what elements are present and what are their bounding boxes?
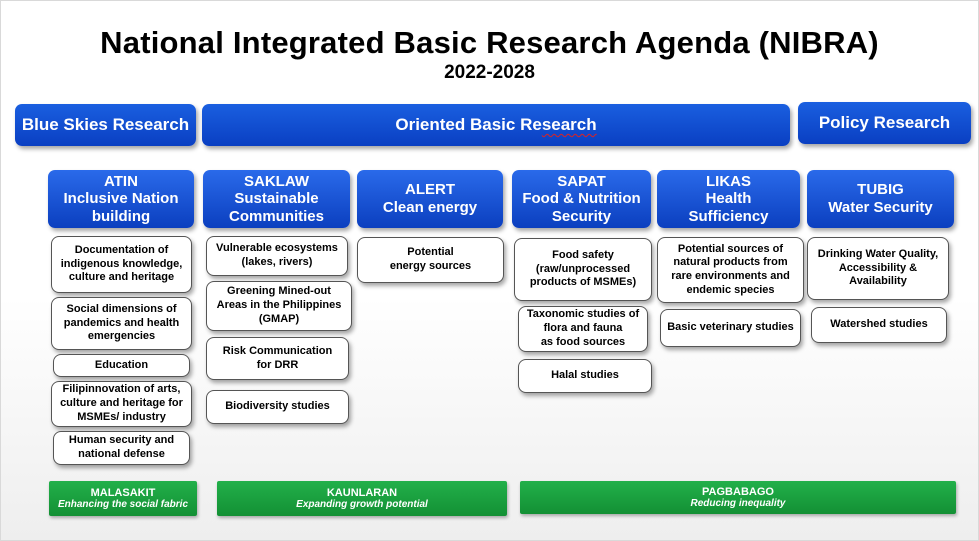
topic-card: Vulnerable ecosystems (lakes, rivers) — [206, 236, 348, 276]
topic-card: Potential sources of natural products fr… — [657, 237, 804, 303]
topic-card: Human security and national defense — [53, 431, 190, 465]
topic-card: Biodiversity studies — [206, 390, 349, 424]
pillar-kaunlaran: KAUNLARAN Expanding growth potential — [217, 481, 507, 516]
page-subtitle: 2022-2028 — [444, 62, 535, 83]
topic-card: Filipinnovation of arts, culture and her… — [51, 381, 192, 427]
topic-card: Basic veterinary studies — [660, 309, 801, 347]
topic-card: Greening Mined-out Areas in the Philippi… — [206, 281, 352, 331]
topic-card: Drinking Water Quality, Accessibility & … — [807, 237, 949, 300]
header-blue-skies-label: Blue Skies Research — [21, 115, 190, 134]
topic-card: Risk Communication for DRR — [206, 337, 349, 380]
topic-card: Food safety (raw/unprocessed products of… — [514, 238, 652, 301]
page-title: National Integrated Basic Research Agend… — [100, 25, 879, 60]
header-blue-skies: Blue Skies Research — [15, 104, 196, 146]
topic-card: Potential energy sources — [357, 237, 504, 283]
pillar-malasakit: MALASAKIT Enhancing the social fabric — [49, 481, 197, 516]
category-tubig: TUBIG Water Security — [807, 170, 954, 228]
category-alert: ALERT Clean energy — [357, 170, 503, 228]
category-atin: ATIN Inclusive Nation building — [48, 170, 194, 228]
header-policy-label: Policy Research — [818, 113, 951, 132]
category-likas: LIKAS Health Sufficiency — [657, 170, 800, 228]
topic-card: Education — [53, 354, 190, 377]
header-policy: Policy Research — [798, 102, 971, 144]
header-oriented-basic: Oriented Basic Research — [202, 104, 790, 146]
pillar-pagbabago: PAGBABAGO Reducing inequality — [520, 481, 956, 514]
header-oriented-basic-label: Oriented Basic Research — [395, 115, 597, 134]
category-sapat: SAPAT Food & Nutrition Security — [512, 170, 651, 228]
topic-card: Taxonomic studies of flora and fauna as … — [518, 306, 648, 352]
topic-card: Watershed studies — [811, 307, 947, 343]
topic-card: Documentation of indigenous knowledge, c… — [51, 236, 192, 293]
category-saklaw: SAKLAW Sustainable Communities — [203, 170, 350, 228]
topic-card: Halal studies — [518, 359, 652, 393]
topic-card: Social dimensions of pandemics and healt… — [51, 297, 192, 350]
